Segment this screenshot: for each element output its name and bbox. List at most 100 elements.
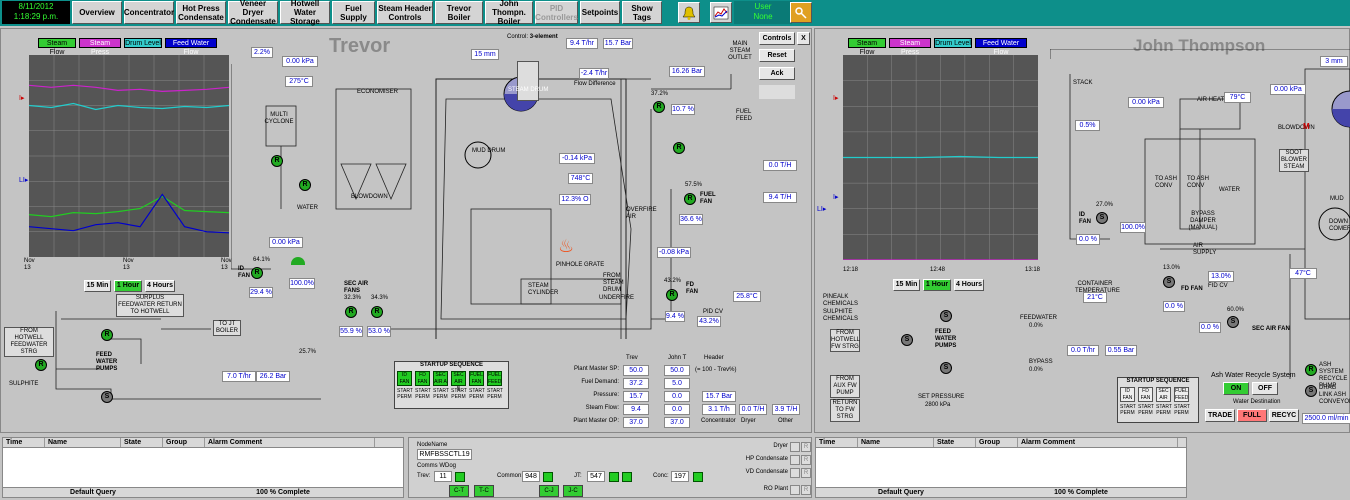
sulphite-r-icon[interactable]: R [35, 359, 47, 371]
trev-123: 12.3% O [559, 194, 591, 205]
fuel-r-icon[interactable]: R [673, 142, 685, 154]
jt-col-group[interactable]: Group [976, 438, 1018, 447]
jt-range-4hours[interactable]: 4 Hours [954, 279, 984, 291]
seq-item-5[interactable]: FUEL FEED [487, 371, 502, 386]
ack-button[interactable]: Ack [759, 67, 795, 80]
col-comment[interactable]: Alarm Comment [205, 438, 375, 447]
nav-hotwell-button[interactable]: Hotwell Water Storage [280, 0, 330, 26]
ash-recyc-button[interactable]: RECYC [1269, 409, 1299, 422]
r1-trev: 50.0 [623, 365, 649, 376]
trev-575: 57.5% [685, 182, 703, 188]
ash-off-button[interactable]: OFF [1252, 382, 1278, 395]
common-comm-ok [543, 472, 553, 482]
trev-range-1hour[interactable]: 1 Hour [114, 280, 142, 292]
jt-sec-air-label: SEC AIR FAN [1252, 326, 1290, 332]
col-state[interactable]: State [121, 438, 163, 447]
jt-pump-s1-icon[interactable]: S [901, 334, 913, 346]
jt-fd-fan-icon[interactable]: S [1163, 276, 1175, 288]
nav-concentrator-button[interactable]: Concentrator [124, 1, 174, 24]
jt-id-fan-icon[interactable]: S [1096, 212, 1108, 224]
dryer-label: Dryer [741, 418, 756, 424]
seq-item-1[interactable]: FD FAN [1138, 387, 1153, 402]
ash-drag-s-icon[interactable]: S [1305, 385, 1317, 397]
trev-258: 25.8°C [733, 291, 761, 302]
col-name[interactable]: Name [45, 438, 121, 447]
ash-on-button[interactable]: ON [1223, 382, 1249, 395]
nav-setpoints-button[interactable]: Setpoints [580, 1, 620, 24]
jt-055: 0.55 Bar [1105, 345, 1137, 356]
col-time[interactable]: Time [3, 438, 45, 447]
trev-432: 43.2% [664, 278, 682, 284]
cyclone-r-icon[interactable]: R [271, 155, 283, 167]
key-icon[interactable] [790, 2, 812, 23]
ash-full-button[interactable]: FULL [1237, 409, 1267, 422]
jt-col-state[interactable]: State [934, 438, 976, 447]
nav-john-button[interactable]: John Thompn. Boiler [485, 0, 533, 26]
jt-legend-feed-water: Feed Water Flow [975, 38, 1027, 56]
seq-item-1[interactable]: FD FAN [415, 371, 430, 386]
seq-item-0[interactable]: ID FAN [1120, 387, 1135, 402]
nav-steam-header-button[interactable]: Steam Header Controls [377, 1, 433, 24]
jt-2800: 2800 kPa [925, 402, 951, 408]
seq-item-3[interactable]: FUEL FEED [1174, 387, 1189, 402]
ash-drag-label: DRAG LINK ASH CONVEYOR [1319, 385, 1350, 405]
nav-show-tags-button[interactable]: Show Tags [622, 1, 662, 24]
pump-r1-icon[interactable]: R [101, 329, 113, 341]
jt-id-fan-label: ID FAN [1079, 212, 1091, 225]
water-r-icon[interactable]: R [299, 179, 311, 191]
surplus-label: SURPLUS FEEDWATER RETURN TO HOTWELL [116, 294, 184, 317]
seq-item-3[interactable]: SEC AIR B [451, 371, 466, 392]
fuel-feed-label: FUEL FEED [736, 109, 753, 122]
jt-range-15min[interactable]: 15 Min [893, 279, 920, 291]
link-ct: C-T [449, 485, 469, 497]
reset-button[interactable]: Reset [759, 49, 795, 62]
damper-icon [291, 257, 305, 265]
trev-range-15min[interactable]: 15 Min [84, 280, 111, 292]
feed-pumps-label: FEED WATER PUMPS [96, 352, 118, 372]
fd-fan-icon[interactable]: R [666, 289, 678, 301]
fuel-valve-r-icon[interactable]: R [653, 101, 665, 113]
trev-range-4hours[interactable]: 4 Hours [145, 280, 175, 292]
nav-hot-press-button[interactable]: Hot Press Condensate [176, 1, 226, 24]
nav-pid-button[interactable]: PID Controllers [535, 1, 578, 24]
from-hotwell-label: FROM HOTWELL FEEDWATER STRG [4, 327, 54, 357]
seq-item-4[interactable]: FUEL FAN [469, 371, 484, 386]
seq-perm-3: START PERM [1174, 404, 1190, 416]
trev-flow-diff: -2.4 T/hr [579, 68, 609, 79]
jt-pump-s2-icon[interactable]: S [940, 310, 952, 322]
nav-veneer-button[interactable]: Veneer Dryer Condensate [228, 0, 278, 26]
sec-air-a-icon[interactable]: R [371, 306, 383, 318]
jt-pump-s3-icon[interactable]: S [940, 362, 952, 374]
jt-col-name[interactable]: Name [858, 438, 934, 447]
press-marker-icon: I▸ [19, 95, 25, 102]
jt-alarm-list[interactable]: Time Name State Group Alarm Comment Defa… [815, 437, 1187, 498]
nav-overview-button[interactable]: Overview [72, 1, 122, 24]
sec-air-b-icon[interactable]: R [345, 306, 357, 318]
alarm-bell-icon[interactable] [678, 2, 700, 23]
trev-comm-ok [455, 472, 465, 482]
fuel-fan-icon[interactable]: R [684, 193, 696, 205]
seq-item-2[interactable]: SEC AIR A [433, 371, 448, 386]
ash-trade-button[interactable]: TRADE [1205, 409, 1235, 422]
id-fan-icon[interactable]: R [251, 267, 263, 279]
r4-dryer: 0.0 T/H [739, 404, 767, 415]
trevor-alarm-list[interactable]: Time Name State Group Alarm Comment Defa… [2, 437, 404, 498]
controls-button[interactable]: Controls [759, 32, 795, 45]
jt-title: John Thompson [1133, 36, 1266, 55]
trev-343: 34.3% [371, 295, 389, 301]
jt-sec-air-icon[interactable]: S [1227, 316, 1239, 328]
jt-sulphite-label: SULPHITE CHEMICALS [823, 309, 859, 322]
jt-col-comment[interactable]: Alarm Comment [1018, 438, 1178, 447]
jt-range-1hour[interactable]: 1 Hour [923, 279, 951, 291]
jt-col-time[interactable]: Time [816, 438, 858, 447]
col-group[interactable]: Group [163, 438, 205, 447]
close-x-button[interactable]: X [797, 32, 810, 45]
trend-chart-icon[interactable] [710, 2, 732, 23]
nav-fuel-button[interactable]: Fuel Supply [332, 1, 375, 24]
pump-s-icon[interactable]: S [101, 391, 113, 403]
nav-trevor-button[interactable]: Trevor Boiler [435, 1, 483, 24]
seq-item-0[interactable]: ID FAN [397, 371, 412, 386]
seq-item-2[interactable]: SEC AIR [1156, 387, 1171, 402]
ash-pump-r-icon[interactable]: R [1305, 364, 1317, 376]
